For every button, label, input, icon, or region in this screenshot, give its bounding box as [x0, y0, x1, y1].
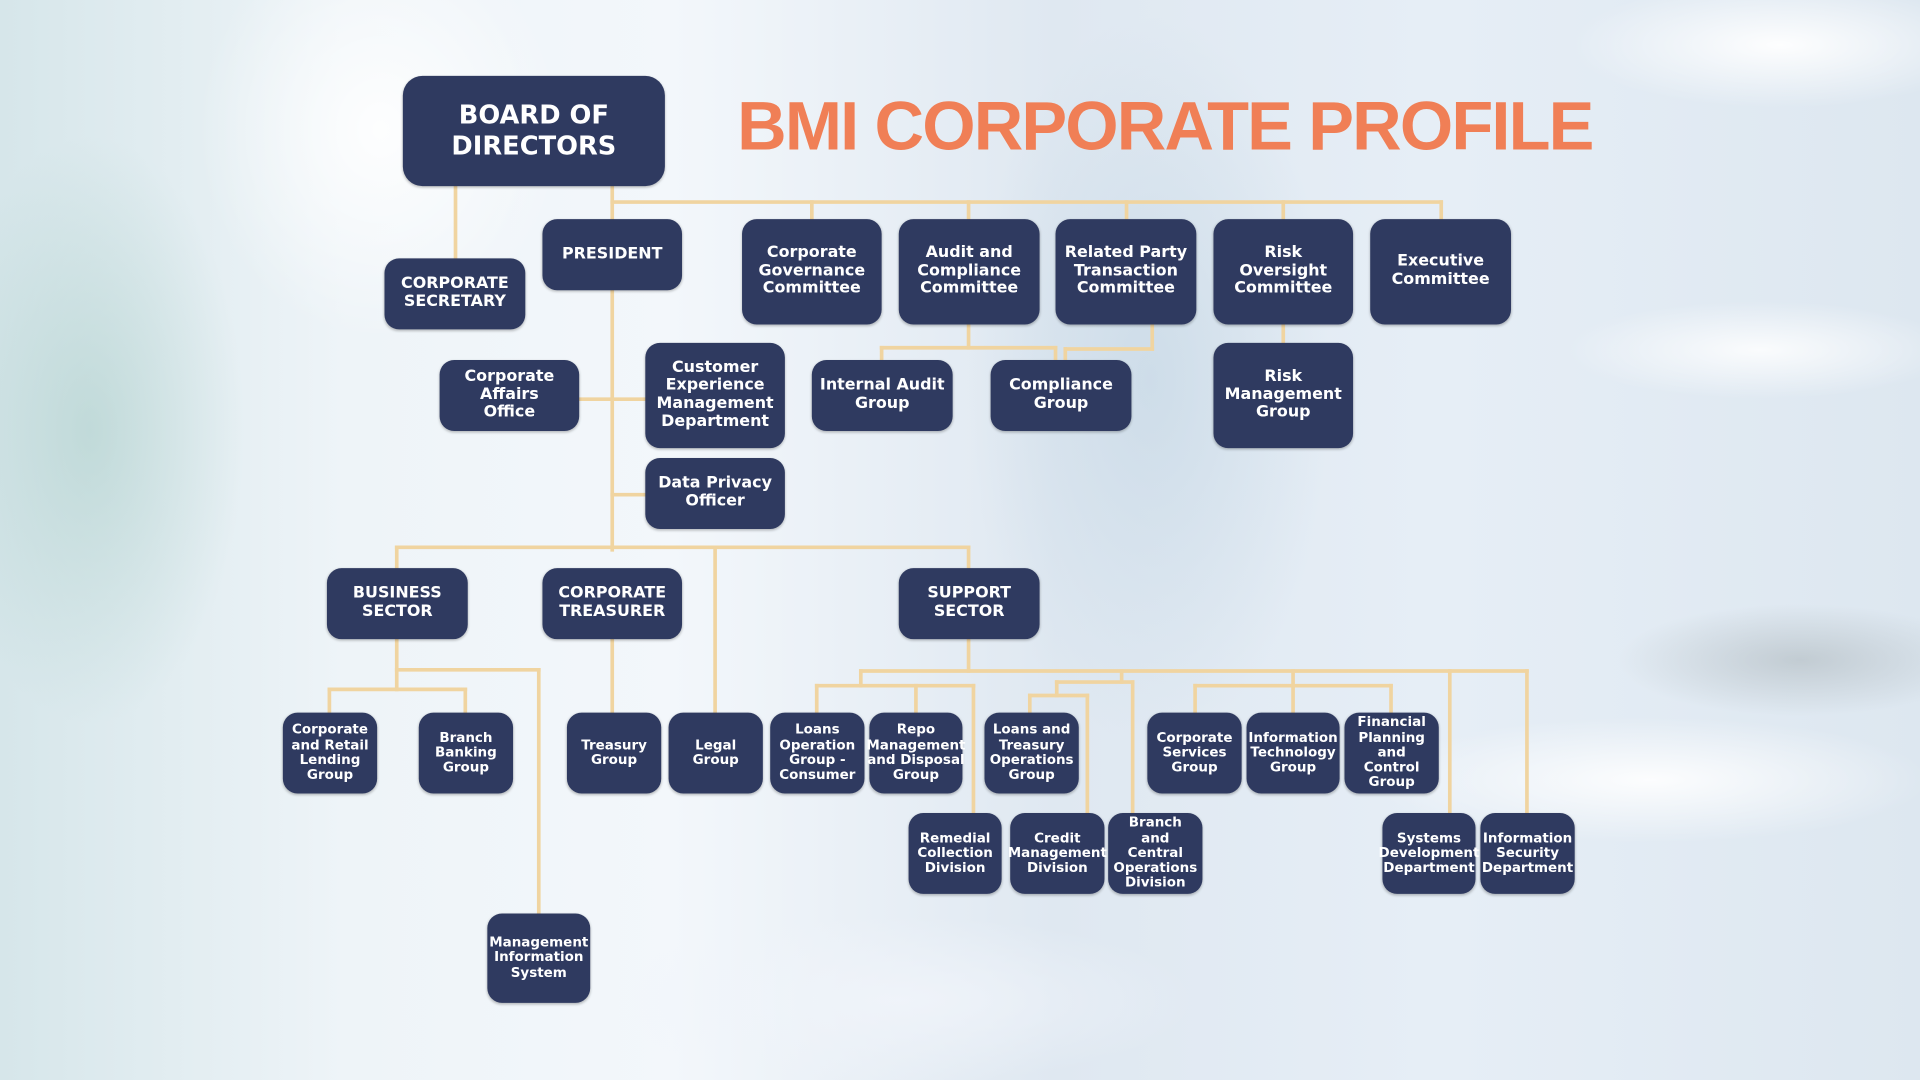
node-risk-management-group[interactable]: Risk Management Group: [1213, 342, 1354, 449]
node-credit-management-division[interactable]: Credit Management Division: [1007, 813, 1107, 894]
node-label: Legal Group: [692, 736, 739, 768]
node-label: Risk Oversight Committee: [1234, 243, 1333, 298]
node-treasury-group[interactable]: Treasury Group: [566, 712, 662, 794]
node-remedial-collection-division[interactable]: Remedial Collection Division: [908, 813, 1002, 894]
node-legal-group[interactable]: Legal Group: [668, 712, 763, 794]
node-label: Information Security Department: [1481, 829, 1574, 876]
node-label: CORPORATE SECRETARY: [401, 274, 509, 312]
node-board-of-directors[interactable]: BOARD OF DIRECTORS: [402, 75, 665, 187]
node-label: SUPPORT SECTOR: [927, 584, 1012, 621]
node-repo-management-disposal-group[interactable]: Repo Management and Disposal Group: [866, 712, 966, 794]
node-corporate-affairs-office[interactable]: Corporate Affairs Office: [439, 360, 580, 432]
node-internal-audit-group[interactable]: Internal Audit Group: [811, 360, 953, 432]
node-branch-banking-group[interactable]: Branch Banking Group: [418, 712, 514, 794]
node-label: Loans Operation Group - Consumer: [779, 721, 856, 783]
node-label: Corporate Services Group: [1156, 729, 1233, 776]
node-corporate-secretary[interactable]: CORPORATE SECRETARY: [384, 258, 526, 330]
node-label: Data Privacy Officer: [658, 474, 772, 511]
node-label: BUSINESS SECTOR: [352, 584, 442, 621]
node-management-information-system[interactable]: Management Information System: [487, 913, 591, 1003]
page-title: BMI CORPORATE PROFILE: [737, 86, 1594, 165]
node-label: Management Information System: [489, 934, 589, 981]
node-loans-operation-group-consumer[interactable]: Loans Operation Group - Consumer: [770, 712, 865, 794]
node-financial-planning-control-group[interactable]: Financial Planning and Control Group: [1344, 712, 1439, 794]
node-label: Executive Committee: [1391, 252, 1490, 289]
node-related-party-transaction-committee[interactable]: Related Party Transaction Committee: [1055, 219, 1197, 325]
node-corporate-governance-committee[interactable]: Corporate Governance Committee: [742, 219, 882, 325]
node-loans-treasury-operations-group[interactable]: Loans and Treasury Operations Group: [984, 712, 1079, 794]
node-label: CORPORATE TREASURER: [558, 584, 667, 621]
node-label: Credit Management Division: [1007, 829, 1107, 876]
node-label: Corporate Governance Committee: [758, 243, 866, 298]
node-support-sector[interactable]: SUPPORT SECTOR: [898, 568, 1040, 640]
node-label: Loans and Treasury Operations Group: [989, 721, 1074, 783]
node-label: Treasury Group: [581, 736, 647, 768]
node-data-privacy-officer[interactable]: Data Privacy Officer: [645, 457, 785, 529]
node-label: Remedial Collection Division: [917, 829, 993, 876]
node-audit-compliance-committee[interactable]: Audit and Compliance Committee: [898, 219, 1040, 325]
node-label: Branch Banking Group: [435, 729, 497, 776]
node-label: BOARD OF DIRECTORS: [451, 100, 617, 161]
node-business-sector[interactable]: BUSINESS SECTOR: [326, 568, 468, 640]
node-label: Corporate and Retail Lending Group: [291, 721, 369, 783]
node-label: Customer Experience Management Departmen…: [656, 358, 774, 431]
node-corporate-treasurer[interactable]: CORPORATE TREASURER: [542, 568, 683, 640]
node-label: Systems Development Department: [1378, 829, 1480, 876]
node-branch-central-operations-division[interactable]: Branch and Central Operations Division: [1108, 813, 1203, 894]
node-label: Repo Management and Disposal Group: [866, 721, 966, 783]
node-information-technology-group[interactable]: Information Technology Group: [1246, 712, 1340, 794]
node-president[interactable]: PRESIDENT: [542, 219, 683, 291]
node-label: Information Technology Group: [1248, 729, 1338, 776]
node-label: Compliance Group: [1009, 376, 1113, 413]
node-information-security-department[interactable]: Information Security Department: [1480, 813, 1575, 894]
node-executive-committee[interactable]: Executive Committee: [1370, 219, 1512, 325]
node-systems-development-department[interactable]: Systems Development Department: [1379, 813, 1479, 894]
node-label: PRESIDENT: [562, 244, 663, 263]
node-label: Risk Management Group: [1224, 367, 1342, 422]
node-corporate-retail-lending-group[interactable]: Corporate and Retail Lending Group: [282, 712, 378, 794]
node-label: Branch and Central Operations Division: [1113, 814, 1198, 891]
node-corporate-services-group[interactable]: Corporate Services Group: [1147, 712, 1242, 794]
node-compliance-group[interactable]: Compliance Group: [990, 360, 1132, 432]
node-customer-experience-management[interactable]: Customer Experience Management Departmen…: [645, 342, 785, 449]
node-label: Audit and Compliance Committee: [917, 243, 1022, 298]
node-label: Related Party Transaction Committee: [1064, 243, 1188, 298]
node-risk-oversight-committee[interactable]: Risk Oversight Committee: [1213, 219, 1354, 325]
node-label: Financial Planning and Control Group: [1357, 714, 1426, 791]
node-label: Corporate Affairs Office: [464, 367, 555, 422]
node-label: Internal Audit Group: [819, 376, 945, 413]
